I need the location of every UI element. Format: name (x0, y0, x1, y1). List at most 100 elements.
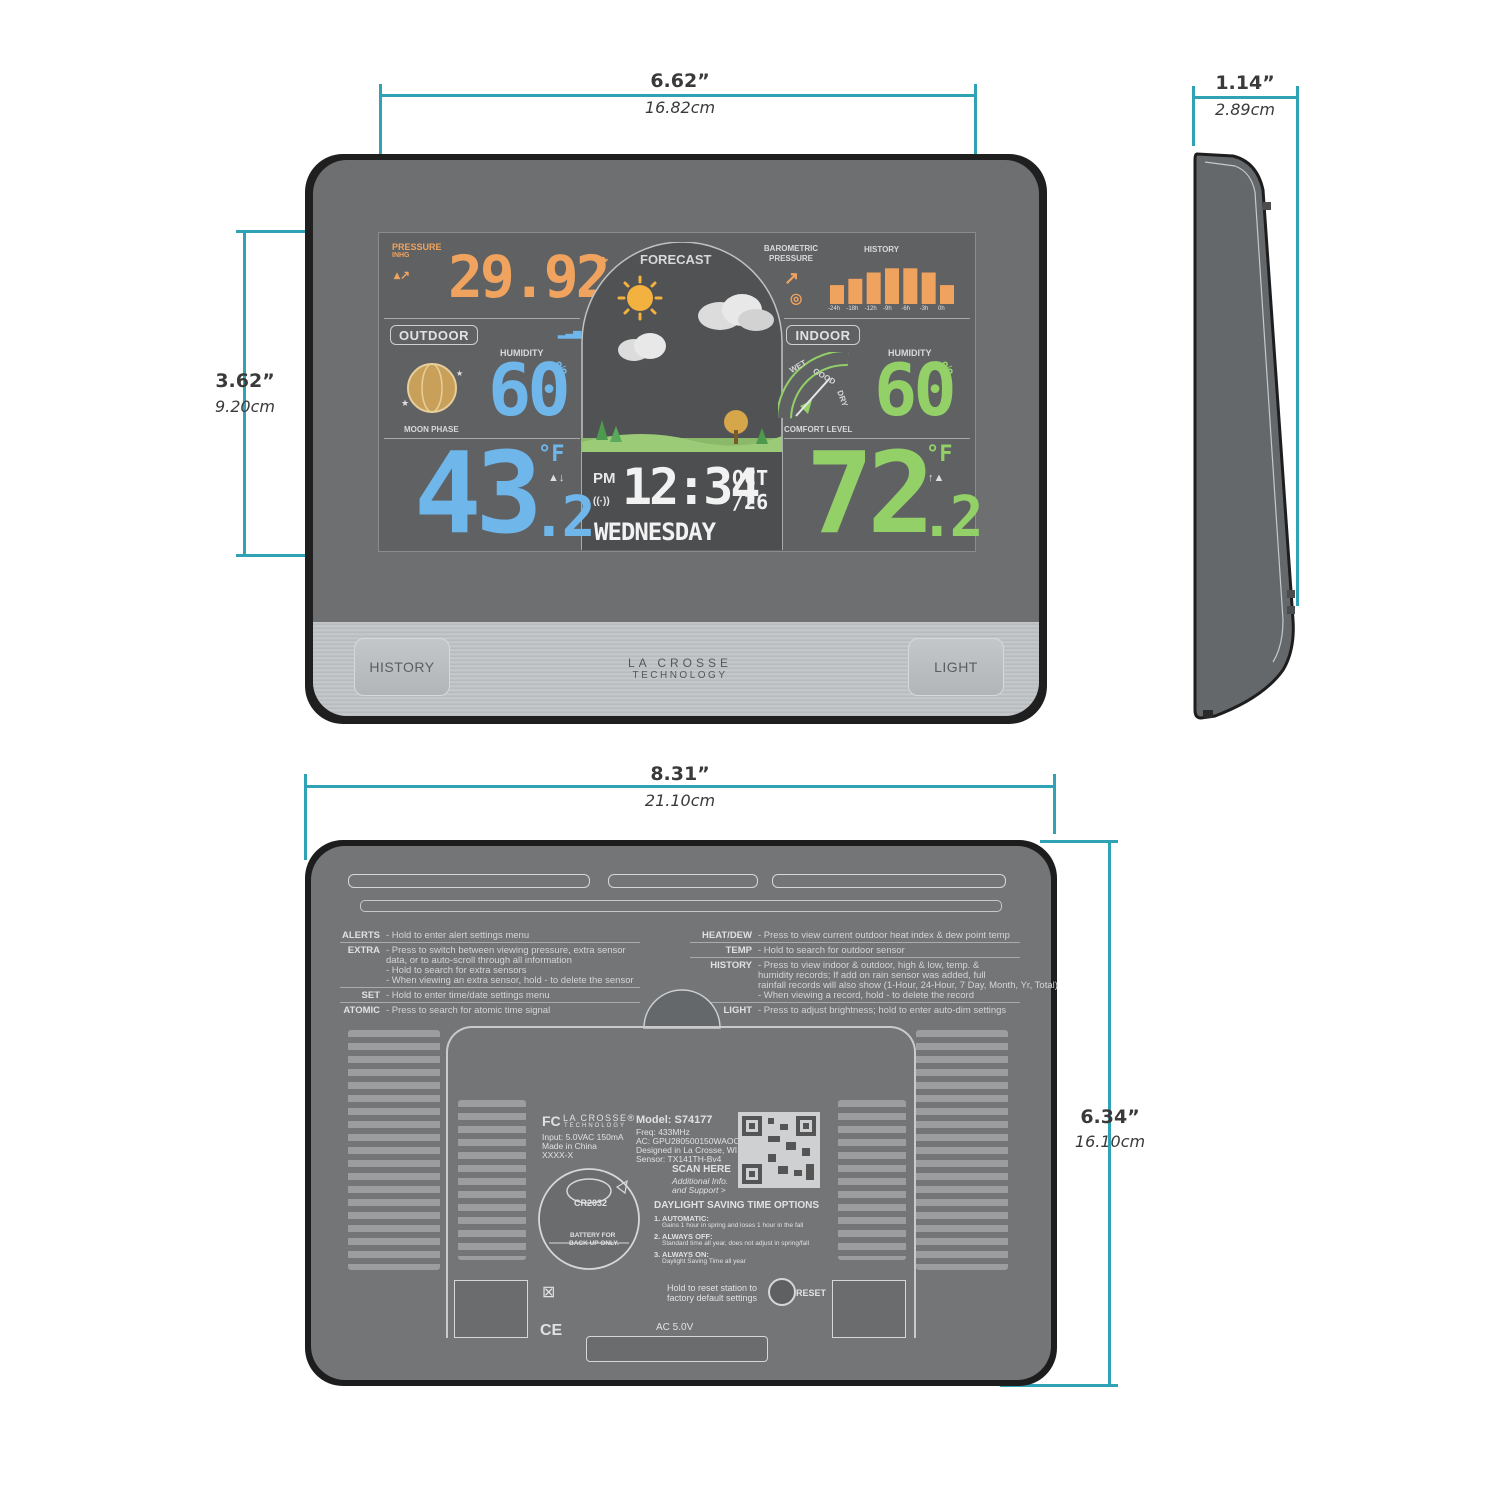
history-bar (921, 272, 936, 304)
fcc-logo: FC (542, 1113, 561, 1129)
side-depth-tick-right (1296, 86, 1299, 606)
back-height-cm: 16.10cm (1074, 1132, 1146, 1151)
history-bar (866, 272, 881, 304)
side-depth-tick-left (1192, 86, 1195, 146)
product-code: XXXX-X (542, 1150, 574, 1160)
instruction-line: - Press to adjust brightness; hold to en… (758, 1005, 1007, 1016)
reset-button[interactable] (768, 1278, 796, 1306)
history-tick-label: 0h (938, 306, 945, 312)
comfort-level-label: COMFORT LEVEL (784, 425, 853, 434)
made-in: Made in China (542, 1141, 597, 1151)
instruction-divider (340, 987, 640, 988)
instruction-line: - Press to view indoor & outdoor, high &… (758, 960, 980, 971)
dst-option-title: 2. ALWAYS OFF: (654, 1232, 713, 1241)
outdoor-trend-icon: ▲↓ (548, 472, 565, 484)
history-tick-label: -24h (828, 306, 841, 312)
signal-icon: ▴↗ (394, 268, 411, 282)
svg-text:★: ★ (456, 369, 463, 378)
scan-sub2: and Support > (672, 1185, 726, 1195)
instruction-key: TEMP (725, 945, 752, 956)
instruction-key: HISTORY (710, 960, 752, 971)
time-ampm: PM (593, 470, 616, 487)
ac-port-label: AC 5.0V (656, 1322, 694, 1333)
qr-code-icon (738, 1112, 820, 1188)
moon-phase-label: MOON PHASE (404, 425, 459, 434)
back-brand: LA CROSSE® (563, 1113, 636, 1123)
top-rail-1 (348, 874, 590, 888)
outdoor-temp-main: 43 (414, 429, 543, 559)
history-bar (885, 268, 899, 304)
date-month: OCT (732, 466, 769, 490)
instruction-line: - Hold to enter alert settings menu (386, 930, 530, 941)
landscape-tree-icon (596, 410, 768, 444)
back-width-tick-right (1053, 774, 1056, 834)
side-depth-dimension-line (1193, 96, 1297, 99)
weather-station-side (1193, 152, 1295, 720)
weee-icon: ⊠ (542, 1284, 556, 1301)
instruction-key: EXTRA (347, 945, 380, 956)
outdoor-temp-unit: °F (538, 442, 565, 467)
front-height-tick-top (236, 230, 306, 233)
history-label: HISTORY (864, 245, 900, 254)
moon-icon: ★ ★ (401, 363, 463, 413)
history-bar-chart (830, 268, 954, 304)
vent-left-outer (348, 1030, 440, 1270)
lcd-divider-mid-left (384, 438, 580, 439)
top-rail-4 (360, 900, 1002, 912)
back-width-cm: 21.10cm (644, 791, 716, 810)
stand-hinge-left (454, 1280, 528, 1338)
brand-line2: TECHNOLOGY (632, 670, 728, 681)
history-tick-label: -12h (864, 306, 877, 312)
pressure-label: PRESSURE (392, 242, 442, 252)
indoor-humidity-value: 60 (874, 348, 957, 432)
scan-sub: Additional Info. (672, 1176, 729, 1186)
dst-option-desc: Daylight Saving Time all year (662, 1258, 746, 1265)
svg-text:★: ★ (401, 398, 409, 408)
outdoor-signal-icon: ▂▃▅ (558, 328, 582, 339)
lcd-divider-top-left (384, 318, 580, 319)
outdoor-humidity-percent: % (556, 358, 567, 379)
vent-left-inner (458, 1100, 526, 1260)
indoor-trend-icon: ↑▲ (928, 472, 945, 484)
instruction-divider (340, 1002, 640, 1003)
instruction-line: humidity records; If add on rain sensor … (758, 970, 986, 981)
outdoor-label: OUTDOOR (390, 325, 478, 345)
reset-hint: Hold to reset station to (667, 1283, 758, 1293)
barometer-icon: ◎ (790, 290, 803, 306)
history-bar (903, 268, 918, 304)
back-width-inches: 8.31” (650, 763, 710, 785)
reset-hint2: factory default settings (667, 1293, 758, 1303)
history-tick-label: -3h (919, 306, 929, 312)
atomic-signal-icon: ((·)) (593, 496, 610, 507)
history-bar (830, 285, 844, 304)
instruction-divider (340, 942, 640, 943)
dst-option-title: 1. AUTOMATIC: (654, 1214, 709, 1223)
top-rail-3 (772, 874, 1006, 888)
lcd-divider-top-right (784, 318, 970, 319)
barometric-label-line1: BAROMETRIC (763, 244, 819, 253)
cloud-icon-large (698, 294, 774, 331)
battery-model: CR2032 (574, 1198, 608, 1208)
back-brand2: TECHNOLOGY (564, 1123, 627, 1129)
brand-line1: LA CROSSE (627, 656, 733, 670)
light-button[interactable]: LIGHT (908, 638, 1004, 696)
instruction-line: rainfall records will also show (1-Hour,… (758, 980, 1058, 991)
indoor-temp-main: 72 (806, 429, 935, 559)
history-tick-label: -18h (846, 306, 859, 312)
side-depth-inches: 1.14” (1215, 72, 1275, 94)
ac-adapter: AC: GPU280500150WAOO (636, 1136, 741, 1146)
date-day: /26 (732, 490, 769, 514)
ac-port[interactable] (586, 1336, 768, 1362)
dst-option-title: 3. ALWAYS ON: (654, 1250, 709, 1259)
instruction-key: HEAT/DEW (702, 930, 752, 941)
outdoor-humidity-value: 60 (488, 348, 571, 432)
instruction-key: SET (361, 990, 380, 1001)
history-button[interactable]: HISTORY (354, 638, 450, 696)
instruction-key: LIGHT (723, 1005, 753, 1016)
instruction-divider (690, 942, 1020, 943)
back-height-dimension-line (1108, 842, 1111, 1384)
outdoor-humidity-label: HUMIDITY (500, 348, 544, 358)
sensor-model: Sensor: TX141TH-Bv4 (636, 1154, 722, 1164)
stand-hinge-right (832, 1280, 906, 1338)
lcd-divider-mid-right (784, 438, 970, 439)
